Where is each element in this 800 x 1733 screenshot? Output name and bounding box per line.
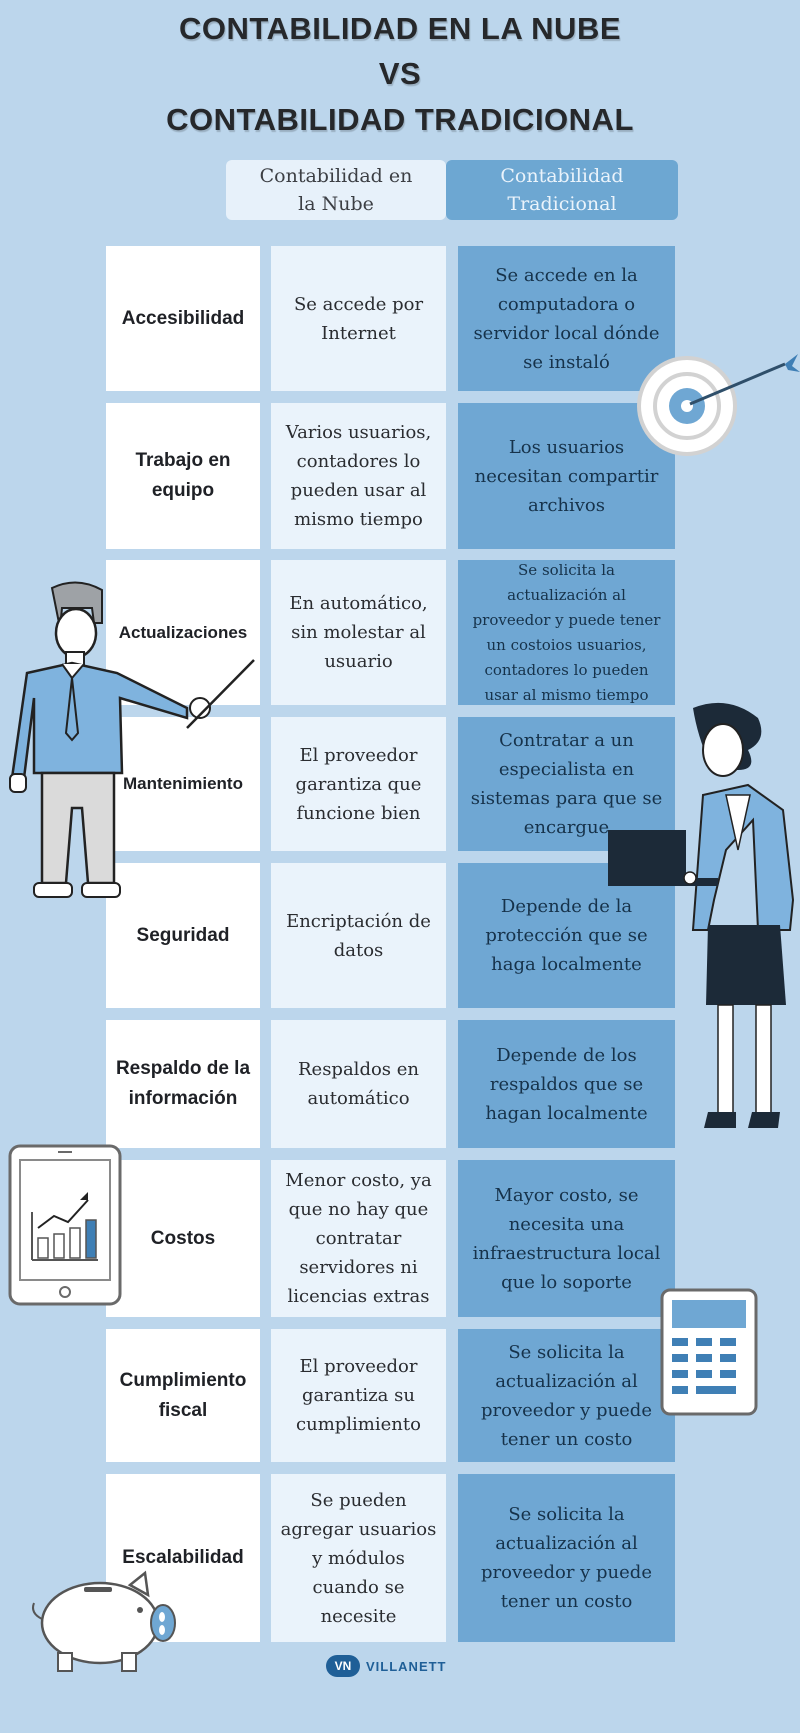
row-label-accesibilidad: Accesibilidad <box>106 246 260 391</box>
row-cloud-respaldo: Respaldos en automático <box>271 1020 446 1148</box>
row-label-mantenimiento: Mantenimiento <box>106 717 260 851</box>
row-label-text: Trabajo en equipo <box>135 450 231 501</box>
page-title-line-3: CONTABILIDAD TRADICIONAL <box>166 102 634 137</box>
row-cloud-text: Se pueden agregar usuarios y módulos cua… <box>280 1489 437 1627</box>
logo-badge: VN <box>326 1655 360 1677</box>
row-label-seguridad: Seguridad <box>106 863 260 1008</box>
row-traditional-text: Depende de la protección que se haga loc… <box>485 896 648 975</box>
header-traditional-label: Contabilidad Tradicional <box>500 165 624 215</box>
page-title-line-1: CONTABILIDAD EN LA NUBE <box>178 11 622 46</box>
row-traditional-text: Se solicita la actualización al proveedo… <box>472 560 661 704</box>
row-cloud-text: Varios usuarios, contadores lo pueden us… <box>285 422 432 530</box>
row-traditional-text: Se accede en la computadora o servidor l… <box>473 264 660 373</box>
row-label-cumplimiento: Cumplimiento fiscal <box>106 1329 260 1462</box>
row-label-text: Costos <box>150 1227 216 1249</box>
row-traditional-costos: Mayor costo, se necesita una infraestruc… <box>458 1160 675 1317</box>
header-cloud: Contabilidad en la Nube <box>226 160 446 220</box>
row-cloud-trabajo: Varios usuarios, contadores lo pueden us… <box>271 403 446 549</box>
row-cloud-cumplimiento: El proveedor garantiza su cumplimiento <box>271 1329 446 1462</box>
row-label-text: Actualizaciones <box>118 622 248 642</box>
row-label-text: Mantenimiento <box>123 774 243 793</box>
row-label-text: Accesibilidad <box>121 307 245 329</box>
row-cloud-mantenimiento: El proveedor garantiza que funcione bien <box>271 717 446 851</box>
row-cloud-text: Menor costo, ya que no hay que contratar… <box>285 1170 432 1307</box>
row-cloud-escalabilidad: Se pueden agregar usuarios y módulos cua… <box>271 1474 446 1642</box>
man-pointer-figure <box>9 581 255 898</box>
row-cloud-costos: Menor costo, ya que no hay que contratar… <box>271 1160 446 1317</box>
row-traditional-text: Se solicita la actualización al proveedo… <box>481 1504 652 1612</box>
row-cloud-accesibilidad: Se accede por Internet <box>271 246 446 391</box>
row-traditional-accesibilidad: Se accede en la computadora o servidor l… <box>458 246 675 391</box>
row-cloud-text: El proveedor garantiza su cumplimiento <box>296 1356 421 1435</box>
woman-laptop-figure <box>608 702 795 1128</box>
row-cloud-text: En automático, sin molestar al usuario <box>289 593 428 672</box>
row-traditional-trabajo: Los usuarios necesitan compartir archivo… <box>458 403 675 549</box>
row-label-trabajo: Trabajo en equipo <box>106 403 260 549</box>
villanett-logo: VN VILLANETT <box>326 1654 447 1678</box>
header-cloud-label: Contabilidad en la Nube <box>259 165 413 215</box>
header-traditional: Contabilidad Tradicional <box>446 160 678 220</box>
row-cloud-seguridad: Encriptación de datos <box>271 863 446 1008</box>
row-label-respaldo: Respaldo de la información <box>106 1020 260 1148</box>
target-icon <box>637 354 800 456</box>
row-traditional-text: Los usuarios necesitan compartir archivo… <box>474 436 659 516</box>
row-traditional-cumplimiento: Se solicita la actualización al proveedo… <box>458 1329 675 1462</box>
row-label-text: Seguridad <box>136 924 230 946</box>
row-cloud-text: El proveedor garantiza que funcione bien <box>295 744 422 824</box>
row-cloud-text: Encriptación de datos <box>286 910 431 961</box>
row-traditional-text: Depende de los respaldos que se hagan lo… <box>485 1044 648 1124</box>
row-label-text: Escalabilidad <box>122 1547 244 1568</box>
row-traditional-text: Mayor costo, se necesita una infraestruc… <box>472 1184 661 1293</box>
row-traditional-seguridad: Depende de la protección que se haga loc… <box>458 863 675 1008</box>
row-label-text: Respaldo de la información <box>115 1058 251 1109</box>
piggy-bank-icon <box>32 1570 176 1672</box>
row-traditional-respaldo: Depende de los respaldos que se hagan lo… <box>458 1020 675 1148</box>
row-traditional-text: Se solicita la actualización al proveedo… <box>481 1341 652 1450</box>
row-label-costos: Costos <box>106 1160 260 1317</box>
logo-text: VILLANETT <box>366 1658 447 1674</box>
row-traditional-text: Contratar a un especialista en sistemas … <box>470 730 663 838</box>
row-cloud-actualizaciones: En automático, sin molestar al usuario <box>271 560 446 705</box>
page-title-line-2: VS <box>378 56 422 91</box>
tablet-chart-icon <box>8 1144 122 1306</box>
row-cloud-text: Se accede por Internet <box>293 293 424 344</box>
row-cloud-text: Respaldos en automático <box>297 1059 420 1109</box>
row-traditional-escalabilidad: Se solicita la actualización al proveedo… <box>458 1474 675 1642</box>
row-label-text: Cumplimiento fiscal <box>119 1369 247 1421</box>
row-traditional-actualizaciones: Se solicita la actualización al proveedo… <box>458 560 675 705</box>
calculator-icon <box>660 1288 758 1416</box>
row-traditional-mantenimiento: Contratar a un especialista en sistemas … <box>458 717 675 851</box>
